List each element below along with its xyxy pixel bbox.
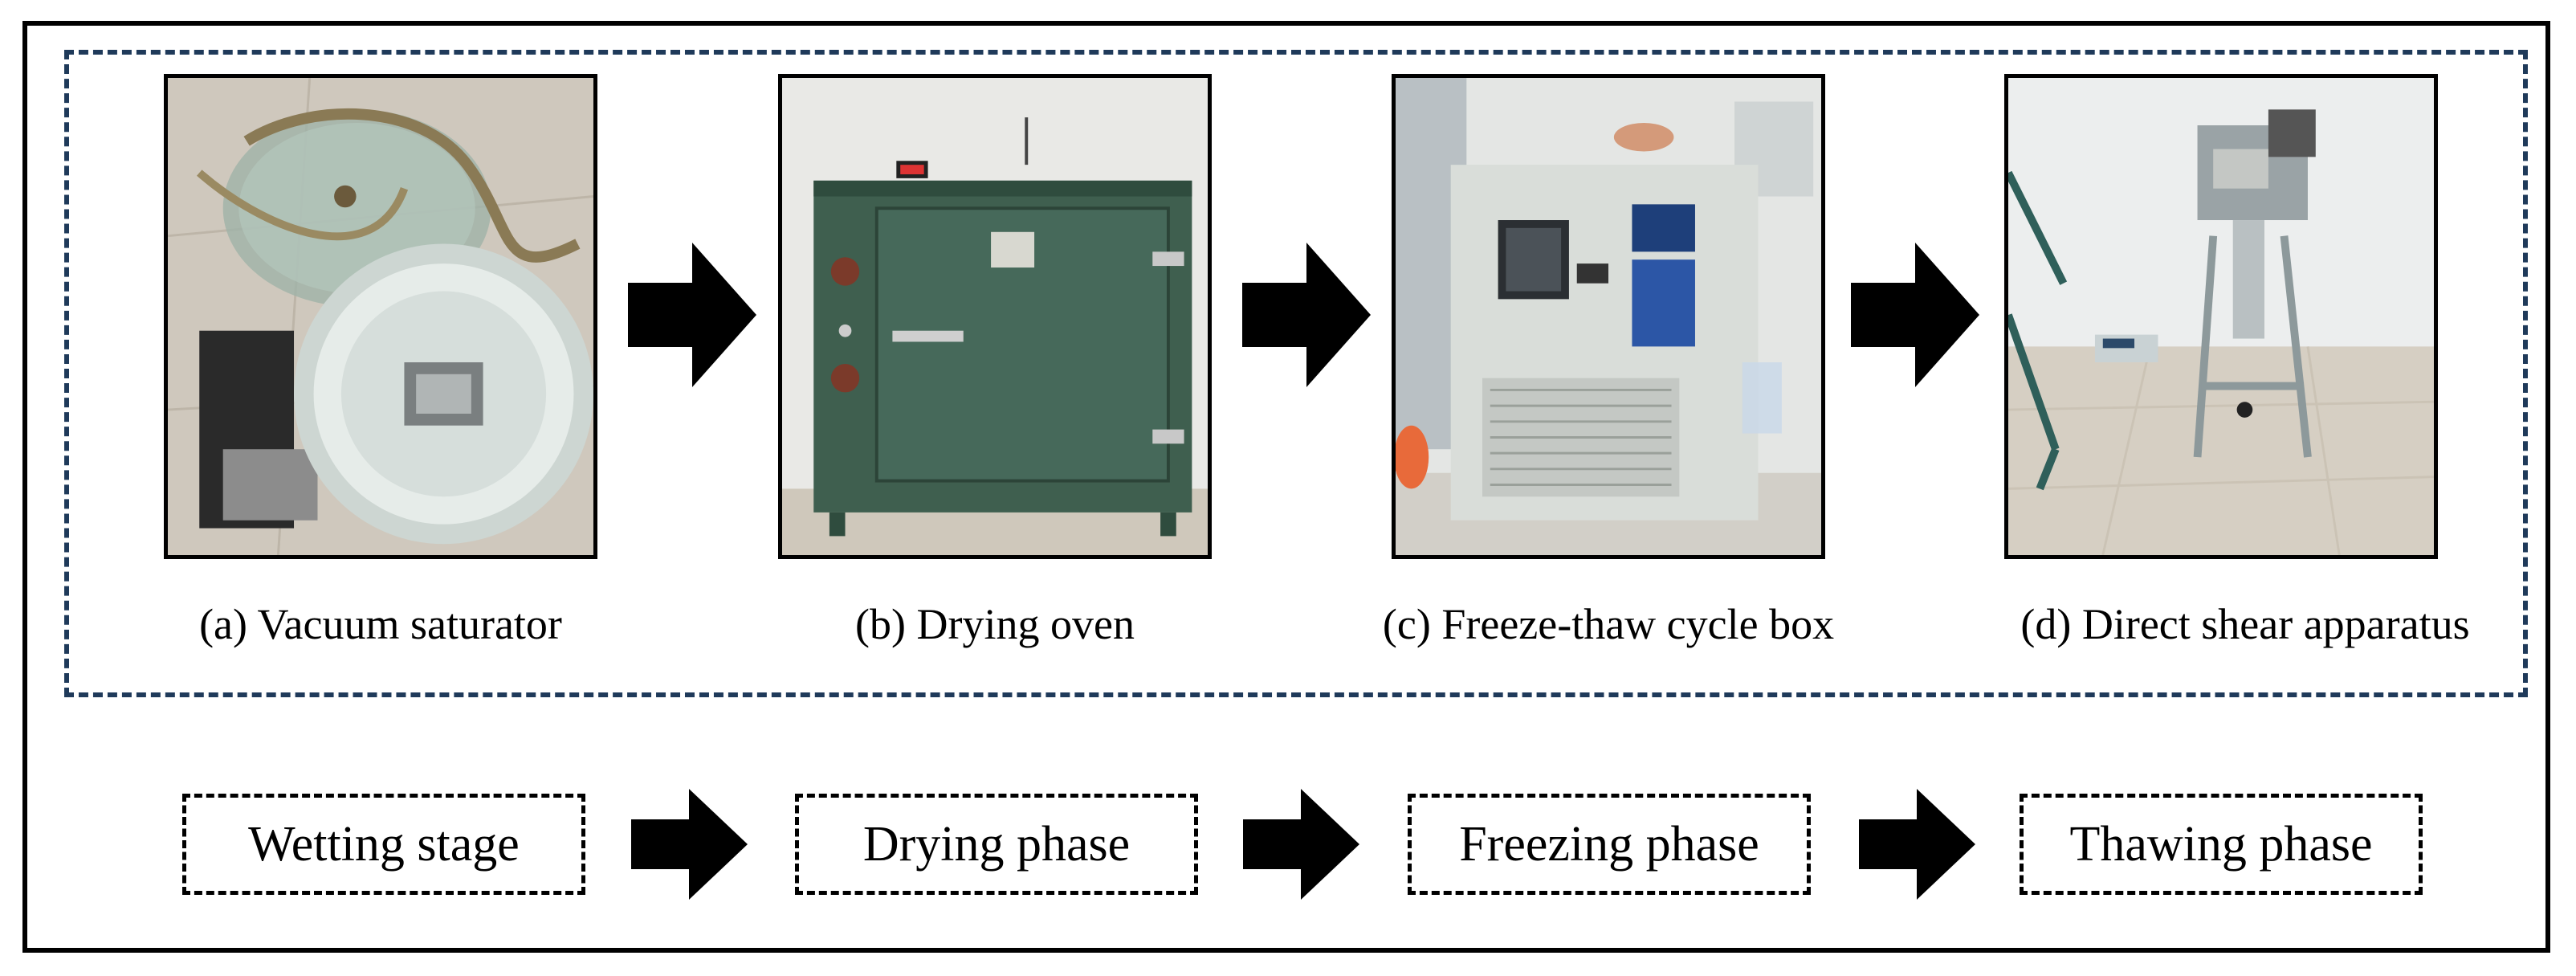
stage-thawing: Thawing phase bbox=[2020, 794, 2423, 895]
right-arrow-icon bbox=[628, 243, 756, 387]
freeze-thaw-box-photo bbox=[1392, 74, 1825, 559]
right-arrow-icon bbox=[631, 789, 748, 900]
stage-freezing: Freezing phase bbox=[1408, 794, 1811, 895]
caption-vacuum-saturator: (a) Vacuum saturator bbox=[199, 600, 562, 648]
direct-shear-apparatus-photo bbox=[2004, 74, 2438, 559]
right-arrow-icon bbox=[1851, 243, 1979, 387]
right-arrow-icon bbox=[1859, 789, 1975, 900]
vacuum-saturator-photo bbox=[164, 74, 597, 559]
right-arrow-icon bbox=[1243, 789, 1359, 900]
drying-oven-photo bbox=[778, 74, 1212, 559]
equipment-panel bbox=[64, 50, 2528, 697]
figure-frame bbox=[22, 21, 2550, 953]
caption-freeze-thaw-box: (c) Freeze-thaw cycle box bbox=[1382, 600, 1835, 648]
stage-wetting: Wetting stage bbox=[182, 794, 585, 895]
caption-drying-oven: (b) Drying oven bbox=[855, 600, 1135, 648]
stage-drying: Drying phase bbox=[795, 794, 1198, 895]
caption-direct-shear-apparatus: (d) Direct shear apparatus bbox=[2020, 600, 2470, 648]
right-arrow-icon bbox=[1242, 243, 1371, 387]
